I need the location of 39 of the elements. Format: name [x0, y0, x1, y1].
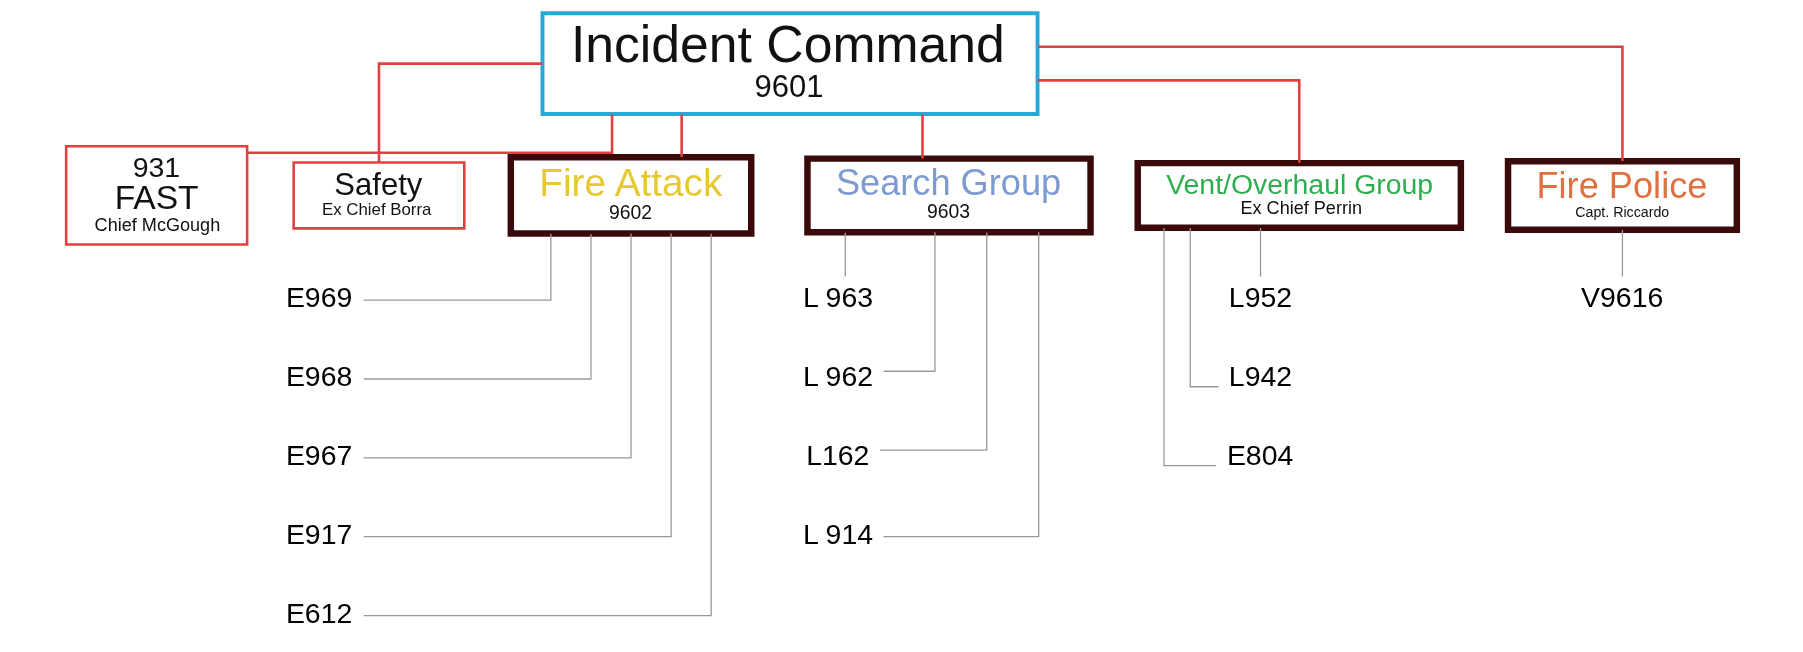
connector: [247, 114, 614, 155]
node-box: Safety Ex Chief Borra: [292, 161, 466, 230]
node-box: 931 FAST Chief McGough: [64, 145, 249, 246]
connector: [362, 232, 632, 459]
node-text: E804: [1226, 439, 1294, 472]
node-text: V9616: [1581, 281, 1664, 314]
connector: [1163, 227, 1217, 467]
node-box: Vent/Overhaul Group Ex Chief Perrin: [1134, 159, 1465, 231]
node-text: L 962: [802, 360, 874, 393]
node-box: Search Group 9603: [804, 155, 1094, 236]
node-text: E917: [285, 517, 353, 550]
connector: [882, 231, 936, 372]
node-text: L942: [1228, 360, 1293, 393]
node-box: Incident Command 9601: [540, 11, 1040, 116]
connector: [921, 114, 924, 159]
connector: [1189, 227, 1220, 388]
connector: [1259, 227, 1262, 278]
connector: [680, 114, 683, 158]
connector: [882, 231, 1040, 538]
connector: [377, 62, 542, 163]
node-text: E969: [285, 281, 353, 314]
node-text: L162: [806, 439, 870, 472]
connector: [363, 233, 592, 380]
connector: [879, 231, 988, 451]
connector: [1038, 45, 1624, 161]
node-text: E967: [285, 439, 353, 472]
node-text: L952: [1228, 281, 1293, 314]
node-text: L 914: [802, 517, 874, 550]
connector: [362, 233, 552, 301]
connector: [363, 233, 712, 617]
node-box: Fire Police Capt. Riccardo: [1504, 157, 1741, 233]
node-text: E968: [285, 360, 353, 393]
connector: [844, 232, 846, 278]
node-text: E612: [285, 596, 353, 629]
node-text: L 963: [802, 281, 874, 314]
connector: [1037, 79, 1301, 163]
connector: [1621, 229, 1624, 278]
connector: [363, 232, 672, 538]
node-box: Fire Attack 9602: [507, 154, 755, 237]
